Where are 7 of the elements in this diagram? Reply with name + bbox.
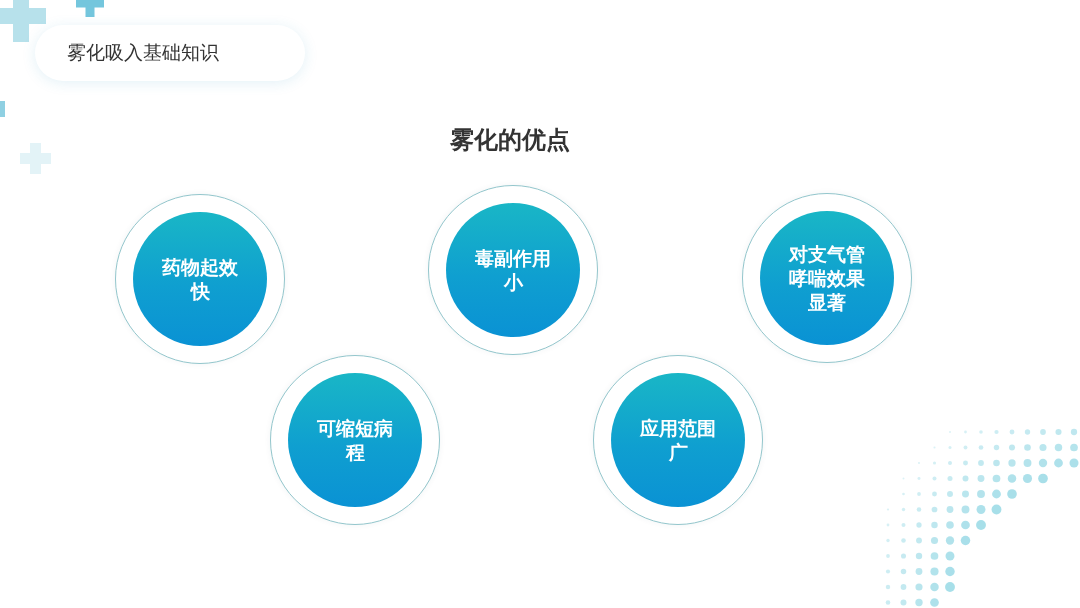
node-label: 毒副作用小 [474,246,552,294]
node-label: 药物起效快 [161,255,239,303]
node-label: 对支气管哮喘效果显著 [787,242,866,314]
node-label: 应用范围广 [639,416,717,464]
header-title: 雾化吸入基础知识 [67,40,219,65]
slide-title: 雾化的优点 [450,125,570,156]
node-label: 可缩短病程 [316,416,394,464]
